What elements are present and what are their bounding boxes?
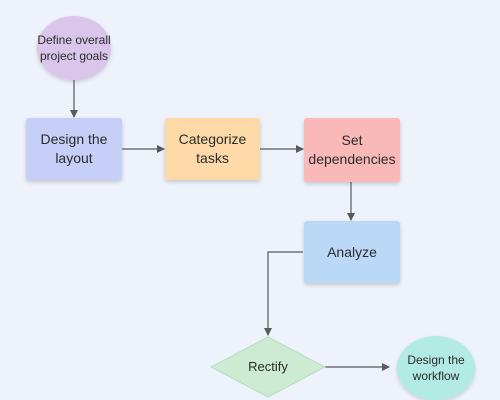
node-set-dependencies-label: Set dependencies [308, 132, 396, 167]
node-define-goals-label: Define overall project goals [37, 32, 111, 63]
node-categorize-tasks-label: Categorize tasks [178, 131, 247, 166]
node-define-goals[interactable]: Define overall project goals [37, 16, 111, 80]
node-design-workflow[interactable]: Design the workflow [397, 336, 475, 400]
edge-analyze-to-rectify [264, 251, 303, 336]
node-rectify-label: Rectify [248, 359, 288, 375]
node-analyze[interactable]: Analyze [304, 221, 400, 283]
rectify-diamond-shape [210, 336, 326, 398]
node-design-layout-label: Design the layout [40, 131, 108, 166]
node-analyze-label: Analyze [327, 243, 377, 260]
node-rectify[interactable]: Rectify [210, 336, 326, 398]
node-design-workflow-label: Design the workflow [407, 352, 465, 383]
rectify-diamond-fill [210, 336, 326, 398]
node-design-layout[interactable]: Design the layout [26, 118, 122, 180]
node-categorize-tasks[interactable]: Categorize tasks [165, 118, 260, 180]
node-set-dependencies[interactable]: Set dependencies [304, 118, 400, 182]
